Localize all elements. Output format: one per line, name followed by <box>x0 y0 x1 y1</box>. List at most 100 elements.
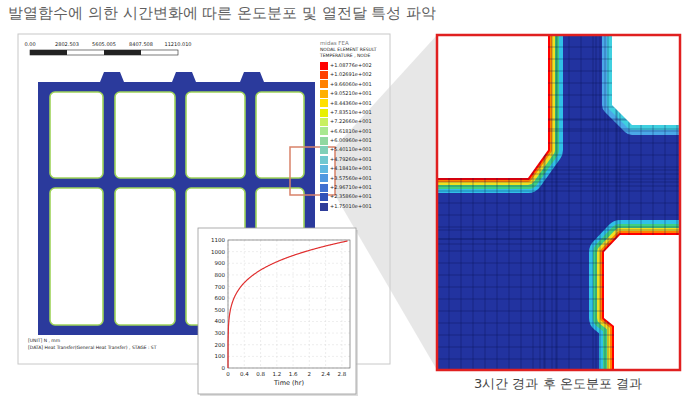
mesh-line <box>437 203 680 204</box>
label-slot: 200 <box>215 342 226 348</box>
drawing-part <box>276 240 277 368</box>
label: 2 <box>308 371 312 377</box>
legend-swatch <box>320 80 328 88</box>
drawing-part <box>325 240 326 368</box>
zoom-border <box>437 35 680 370</box>
label-slot: 5605.005 <box>92 42 116 48</box>
label: 200 <box>215 342 226 348</box>
drawing-part <box>228 298 350 299</box>
temperature-band <box>612 35 680 125</box>
label: 100 <box>215 353 226 359</box>
label-slot: 0.00 <box>24 42 35 48</box>
drawing-part <box>228 309 350 310</box>
color-legend: +1.08776e+002 +1.02691e+002 +9.66060e+001 +… <box>320 61 372 211</box>
label-slot: 1100 <box>211 237 225 243</box>
zoom-marker <box>290 147 335 195</box>
temperature-band <box>437 35 548 178</box>
drawing-part <box>244 240 245 368</box>
legend-row: +1.75010e+001 <box>320 202 372 211</box>
mesh-line <box>600 35 601 370</box>
legend-swatch <box>320 99 328 107</box>
label-slot: 0 <box>222 365 226 371</box>
label: 8407.508 <box>129 42 153 48</box>
label-slot: 2.4 <box>321 371 330 377</box>
label: 1000 <box>211 249 225 255</box>
label-slot: 1.2 <box>272 371 281 377</box>
legend-swatch <box>320 109 328 117</box>
temperature-band <box>437 35 548 178</box>
legend-row: +6.00960e+001 <box>320 136 372 145</box>
legend-row: +3.57560e+001 <box>320 174 372 183</box>
drawing-part <box>228 356 350 357</box>
label: 5605.005 <box>92 42 116 48</box>
cell-opening <box>115 92 175 178</box>
drawing-part <box>228 344 350 345</box>
label-slot: 2802.503 <box>55 42 79 48</box>
label: 2.4 <box>321 371 330 377</box>
label: 0 <box>222 365 226 371</box>
legend-swatch <box>320 137 328 145</box>
legend-value: +6.00960e+001 <box>330 138 372 144</box>
label: 900 <box>215 260 226 266</box>
temperature-band <box>604 235 680 370</box>
legend-value: +4.18410e+001 <box>330 166 372 172</box>
scale-bar <box>30 50 178 55</box>
temperature-band <box>612 35 680 125</box>
label-slot: NODAL ELEMENT RESULT <box>320 48 377 53</box>
mesh-line <box>437 182 680 183</box>
label-slot: 1.6 <box>289 371 298 377</box>
drawing-part <box>104 50 141 55</box>
label-slot: 11210.010 <box>164 42 191 48</box>
label-slot: 0 <box>226 371 230 377</box>
legend-value: +1.75010e+001 <box>330 204 372 210</box>
label-slot: 500 <box>215 307 226 313</box>
title-slot: 발열함수에 의한 시간변화에 따른 온도분포 및 열전달 특성 파악 <box>8 5 436 22</box>
legend-value: +7.83510e+001 <box>330 110 372 116</box>
label-slot: 700 <box>215 284 226 290</box>
label: [DATA] Heat Transfer(General Heat Transf… <box>28 346 156 351</box>
legend-row: +7.83510e+001 <box>320 108 372 117</box>
legend-value: +4.79260e+001 <box>330 157 372 163</box>
legend-row: +2.35860e+001 <box>320 192 372 201</box>
legend-value: +1.02691e+002 <box>330 72 372 78</box>
cell-opening <box>115 188 175 325</box>
label: Time (hr) <box>274 380 304 387</box>
cell-opening <box>256 92 304 178</box>
label: 700 <box>215 284 226 290</box>
legend-value: +5.40110e+001 <box>330 147 372 153</box>
label-slot: [DATA] Heat Transfer(General Heat Transf… <box>28 346 156 351</box>
label: 600 <box>215 295 226 301</box>
drawing-part <box>30 50 67 55</box>
drawing-part <box>228 321 350 322</box>
mesh-line <box>437 215 680 216</box>
temperature-band <box>604 235 680 370</box>
label-slot: 1000 <box>211 249 225 255</box>
legend-value: +1.08776e+002 <box>330 63 372 69</box>
legend-swatch <box>320 146 328 154</box>
label-slot: 2.8 <box>337 371 346 377</box>
mesh-line <box>437 186 680 187</box>
label: 0.8 <box>256 371 265 377</box>
label-slot: 0.4 <box>240 371 249 377</box>
cell-opening <box>50 188 103 325</box>
cavity <box>604 235 680 370</box>
chart-panel <box>198 228 356 394</box>
label: 2802.503 <box>55 42 79 48</box>
legend-row: +9.66060e+001 <box>320 80 372 89</box>
legend-swatch <box>320 90 328 98</box>
mesh-line <box>569 35 570 370</box>
legend-swatch <box>320 118 328 126</box>
legend-row: +1.02691e+002 <box>320 70 372 79</box>
legend-swatch <box>320 127 328 135</box>
legend-swatch <box>320 203 328 211</box>
legend-value: +9.05210e+001 <box>330 91 372 97</box>
label-slot: TEMPERATURE , NODE <box>320 54 370 59</box>
label-slot: 8407.508 <box>129 42 153 48</box>
drawing-part <box>341 240 342 368</box>
drawing-part <box>228 274 350 275</box>
temperature-band <box>604 235 680 370</box>
label-slot: Time (hr) <box>274 380 304 387</box>
cavity <box>612 35 680 125</box>
